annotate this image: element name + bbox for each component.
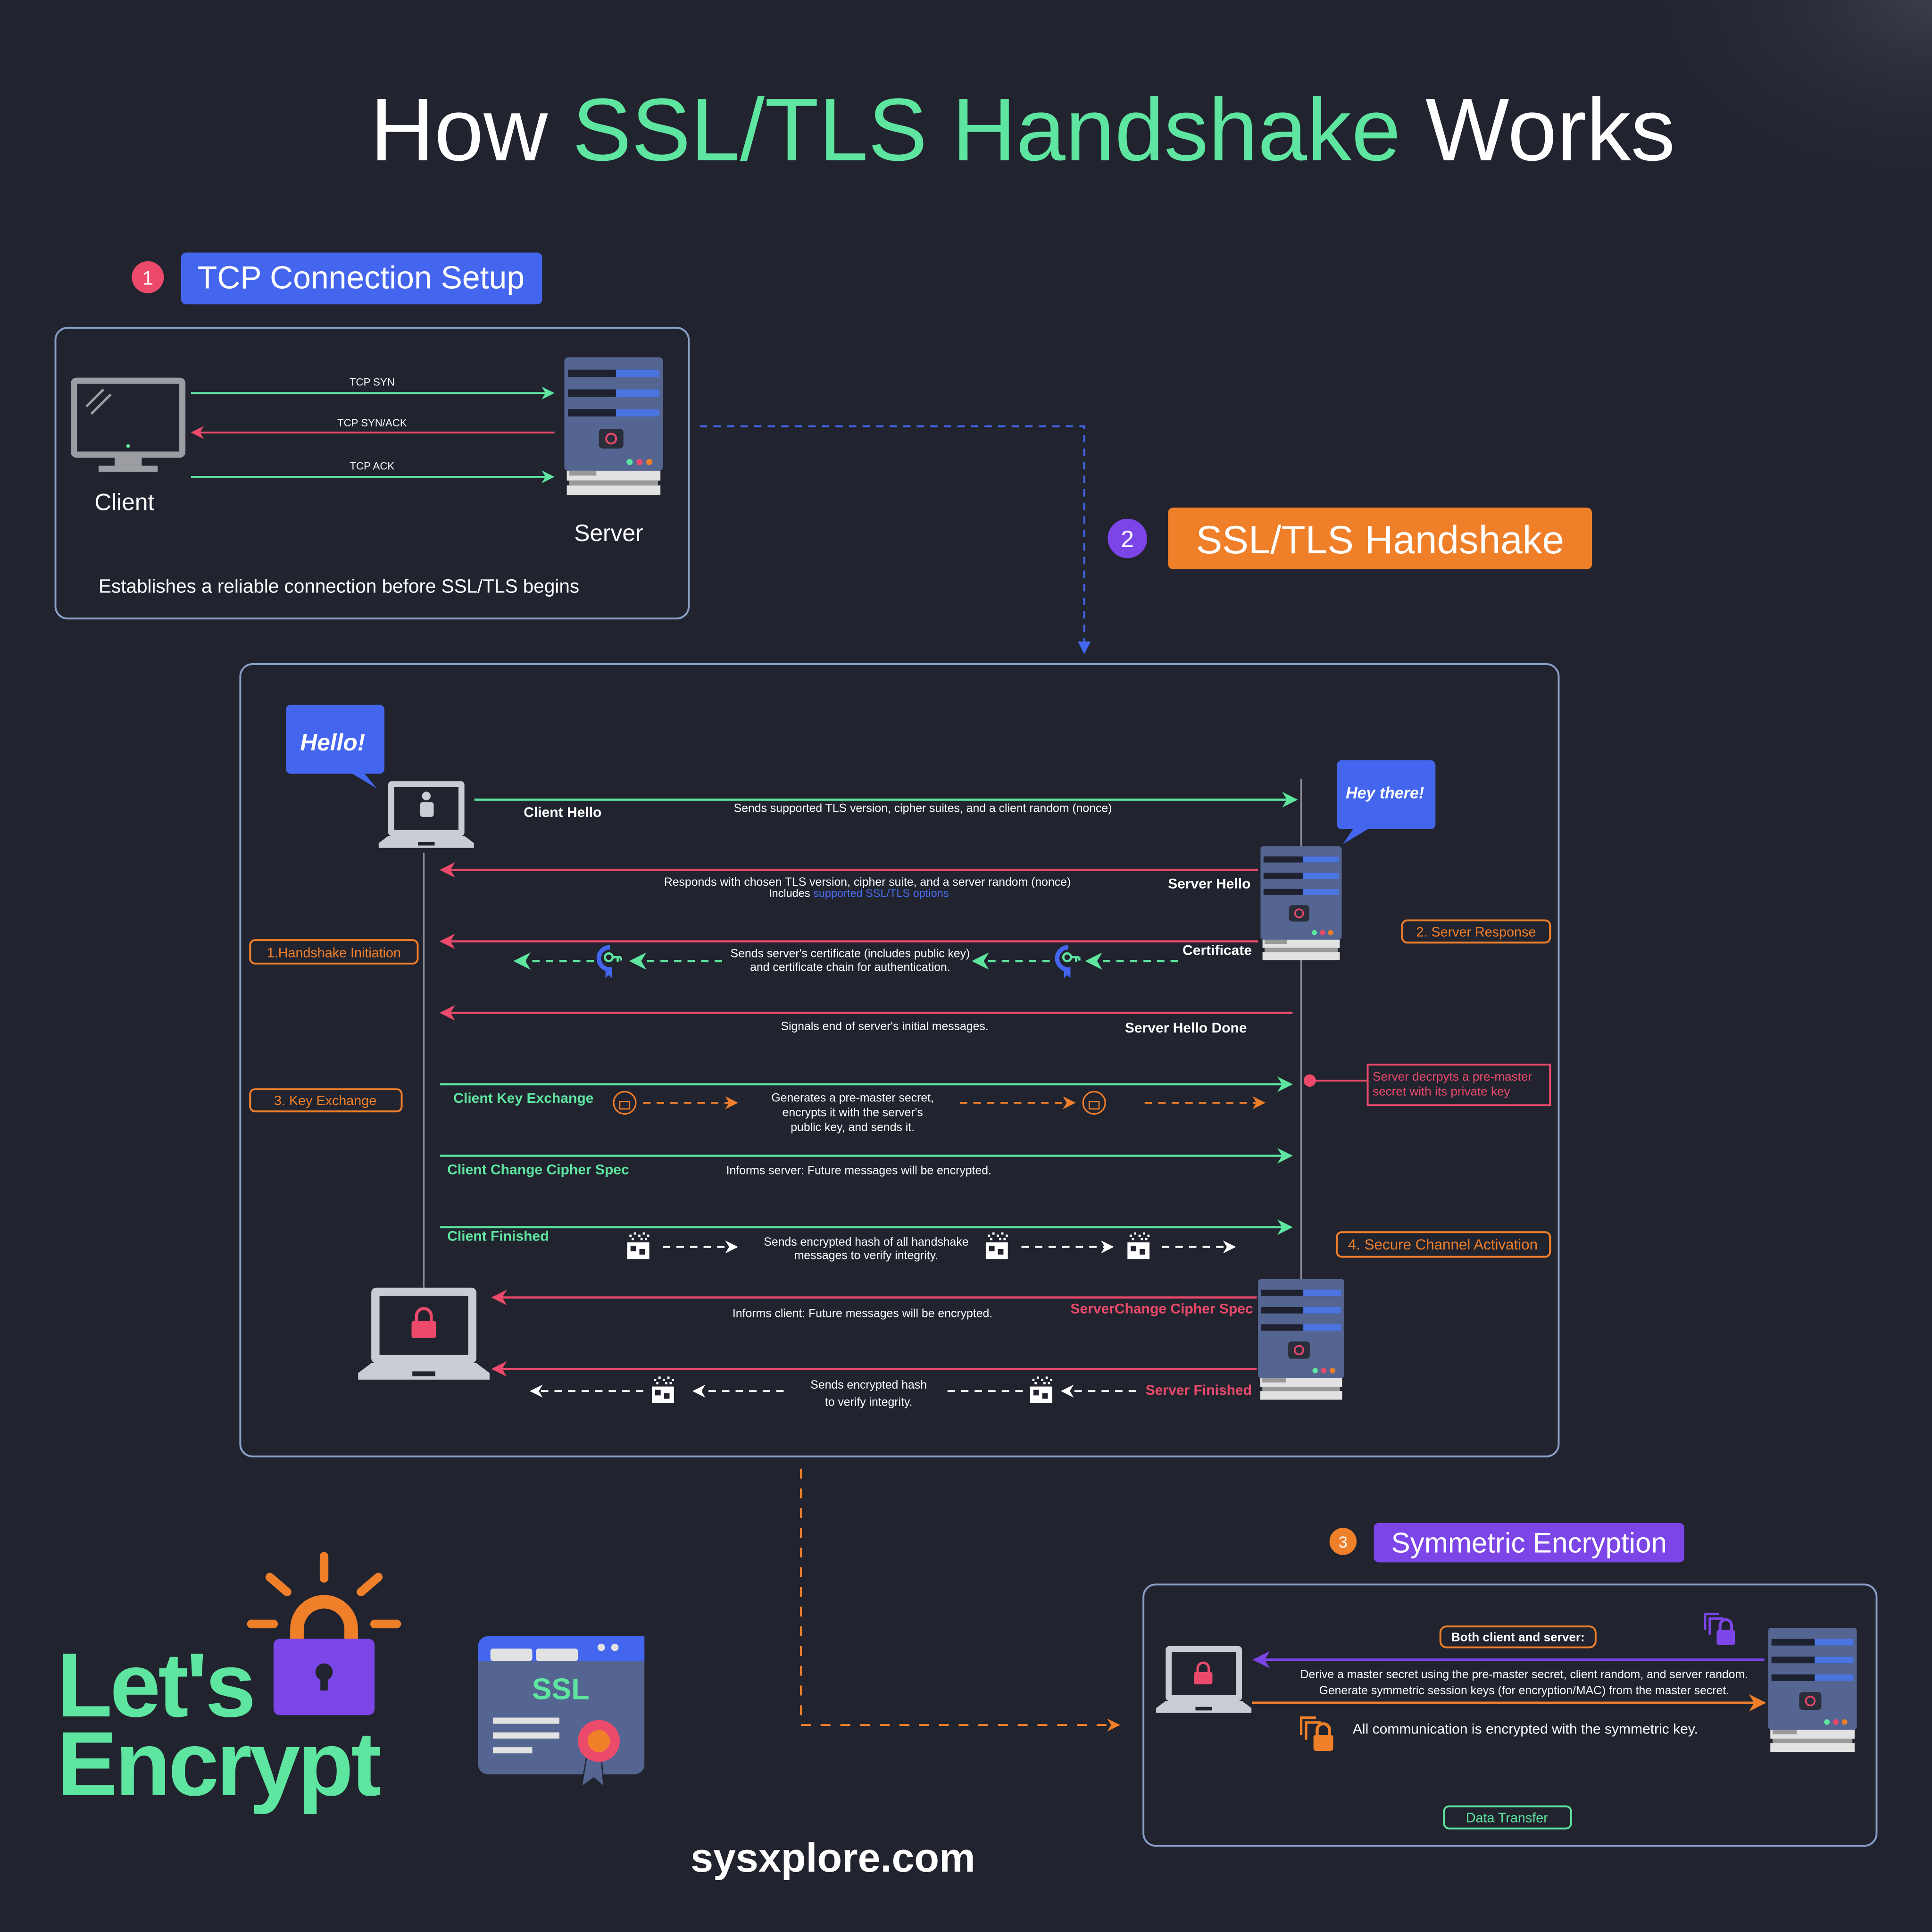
step1-header: 1 TCP Connection Setup (132, 252, 542, 305)
certificate-desc: and certificate chain for authentication… (750, 961, 950, 974)
svg-text:secret with its private key: secret with its private key (1373, 1084, 1510, 1098)
lock-icon (1194, 1661, 1213, 1684)
step2-label-box (1168, 508, 1592, 569)
step3-header: 3 Symmetric Encryption (1329, 1523, 1684, 1563)
svg-text:4. Secure Channel Activation: 4. Secure Channel Activation (1348, 1236, 1538, 1253)
phase-secure-channel: 4. Secure Channel Activation (1336, 1231, 1551, 1258)
encrypted-secret-icon (1082, 1091, 1106, 1115)
svg-text:Let's: Let's (57, 1634, 253, 1736)
server-change-cipher-desc: Informs client: Future messages will be … (733, 1307, 992, 1320)
server-decrypt-note: Server decrpyts a pre-master secret with… (1303, 1064, 1551, 1107)
server-label: Server (574, 520, 643, 546)
step2-number: 2 (1121, 526, 1134, 552)
server-icon (1260, 845, 1342, 961)
server-finished-desc: to verify integrity. (825, 1396, 913, 1409)
server-change-cipher-label: ServerChange Cipher Spec (1070, 1301, 1253, 1317)
page-title: How SSL/TLS Handshake Works (370, 80, 1675, 179)
server-hello-label: Server Hello (1168, 876, 1250, 891)
symmetric-panel: Both client and server: Derive a master … (1142, 1583, 1878, 1847)
step3-label: Symmetric Encryption (1391, 1527, 1667, 1558)
hey-there-bubble: Hey there! (1337, 760, 1436, 844)
site-url: sysxplore.com (691, 1835, 975, 1881)
server-hello-done-desc: Signals end of server's initial messages… (781, 1020, 988, 1033)
step1-label-box (181, 252, 542, 305)
client-key-exchange-desc: encrypts it with the server's (783, 1107, 923, 1119)
svg-text:Encrypt: Encrypt (57, 1713, 381, 1815)
certificate-desc: Sends server's certificate (includes pub… (731, 948, 970, 960)
step2-header: 2 SSL/TLS Handshake (1108, 508, 1592, 569)
flow-connector-1-2 (700, 425, 1091, 655)
server-hello-desc: Responds with chosen TLS version, cipher… (664, 876, 1071, 889)
client-key-exchange-desc: public key, and sends it. (791, 1121, 915, 1134)
svg-text:2. Server Response: 2. Server Response (1416, 924, 1536, 940)
ssl-certificate-icon: SSL (478, 1636, 645, 1788)
phase-key-exchange: 3. Key Exchange (249, 1088, 403, 1113)
step1-label: TCP Connection Setup (198, 260, 525, 295)
lets-encrypt-logo: Let's Encrypt (57, 1552, 401, 1815)
both-client-server-box (1439, 1625, 1597, 1649)
flow-connector-2-3 (799, 1468, 1120, 1732)
step1-number-badge (132, 261, 164, 293)
svg-text:Hello!: Hello! (300, 729, 365, 756)
monitor-icon (71, 377, 186, 472)
derive-desc: Generate symmetric session keys (for enc… (1319, 1684, 1730, 1697)
server-icon (1768, 1627, 1857, 1753)
client-change-cipher-label: Client Change Cipher Spec (447, 1162, 629, 1177)
server-finished-desc: Sends encrypted hash (810, 1379, 927, 1391)
phase-server-response: 2. Server Response (1401, 919, 1551, 944)
svg-text:SSL: SSL (532, 1673, 590, 1706)
tcp-ack-label: TCP ACK (350, 460, 395, 472)
lock-icon (411, 1307, 436, 1338)
client-finished-label: Client Finished (447, 1229, 549, 1244)
encrypted-note: All communication is encrypted with the … (1353, 1721, 1698, 1737)
svg-text:1.Handshake Initiation: 1.Handshake Initiation (267, 946, 401, 961)
server-finished-label: Server Finished (1146, 1382, 1252, 1398)
server-hello-desc2: Includes supported SSL/TLS options (769, 887, 949, 899)
sun-rays (247, 1552, 401, 1629)
background-glow (1355, 0, 1932, 370)
client-label: Client (94, 489, 154, 515)
server-hello-done-label: Server Hello Done (1125, 1020, 1247, 1036)
client-finished-desc: Sends encrypted hash of all handshake (764, 1236, 968, 1249)
step2-label: SSL/TLS Handshake (1196, 517, 1564, 562)
client-key-exchange-label: Client Key Exchange (453, 1091, 593, 1106)
step3-number-badge (1329, 1528, 1357, 1555)
client-key-exchange-desc: Generates a pre-master secret, (771, 1091, 934, 1104)
client-hello-label: Client Hello (524, 805, 601, 820)
step1-number: 1 (142, 266, 153, 289)
client-change-cipher-desc: Informs server: Future messages will be … (726, 1164, 991, 1177)
step3-label-box (1374, 1523, 1684, 1563)
handshake-panel: Hello! Hey there! 1.Handshake Initiation… (239, 663, 1560, 1457)
data-transfer-label: Data Transfer (1466, 1811, 1548, 1826)
step2-number-badge (1108, 518, 1147, 558)
certificate-label: Certificate (1183, 942, 1252, 958)
phase-handshake-initiation: 1.Handshake Initiation (249, 939, 419, 965)
hello-bubble: Hello! (286, 705, 385, 789)
tcp-synack-label: TCP SYN/ACK (337, 417, 407, 429)
server-icon (564, 357, 663, 496)
server-icon (1258, 1278, 1344, 1401)
encrypted-secret-icon (613, 1091, 637, 1115)
svg-text:3. Key Exchange: 3. Key Exchange (274, 1093, 376, 1108)
both-client-server-label: Both client and server: (1451, 1630, 1585, 1644)
tcp-syn-label: TCP SYN (350, 376, 395, 388)
step3-number: 3 (1339, 1533, 1348, 1551)
derive-desc: Derive a master secret using the pre-mas… (1300, 1668, 1749, 1681)
user-icon (420, 791, 434, 817)
svg-text:Server decrpyts a pre-master: Server decrpyts a pre-master (1373, 1069, 1532, 1083)
tcp-footer-text: Establishes a reliable connection before… (99, 575, 579, 597)
client-hello-desc: Sends supported TLS version, cipher suit… (734, 802, 1112, 815)
client-finished-desc: messages to verify integrity. (794, 1249, 938, 1262)
data-transfer-box (1443, 1805, 1572, 1830)
tcp-panel: Client Server TCP SYN TCP SYN/ACK TCP AC… (54, 326, 690, 620)
svg-text:Hey there!: Hey there! (1346, 784, 1424, 802)
